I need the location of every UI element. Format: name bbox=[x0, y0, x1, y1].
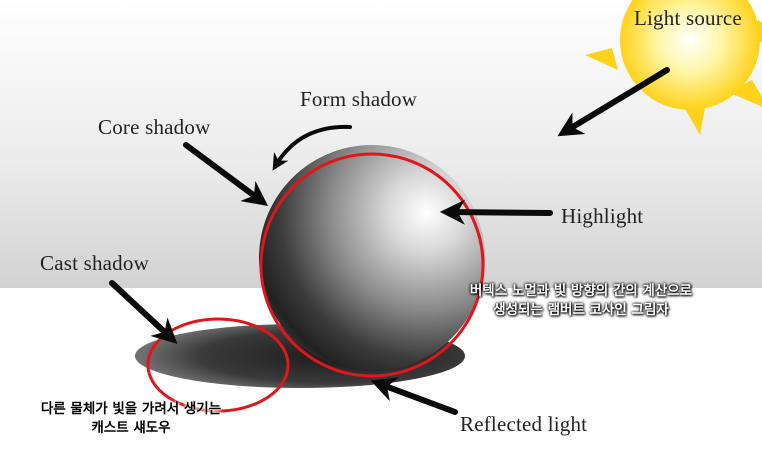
light-source-arrow bbox=[557, 67, 670, 137]
sun-icon bbox=[585, 0, 762, 135]
cast-shadow-ring bbox=[146, 317, 290, 413]
reflected-light-label: Reflected light bbox=[460, 412, 588, 436]
lambert-ring bbox=[259, 152, 485, 378]
light-source-label: Light source bbox=[634, 6, 742, 30]
form-shadow-label: Form shadow bbox=[300, 87, 418, 111]
lambert-caption-line-1: 버텍스 노멀과 빛 방향의 간의 계산으로 bbox=[469, 283, 693, 299]
core-shadow-label: Core shadow bbox=[98, 115, 211, 139]
lambert-caption-line-2: 생성되는 램버트 코사인 그림자 bbox=[493, 302, 669, 318]
form-shadow-arrow bbox=[272, 124, 352, 171]
sphere bbox=[259, 145, 485, 371]
cast-shadow-arrow bbox=[109, 280, 178, 344]
lambert-caption: 버텍스 노멀과 빛 방향의 간의 계산으로 생성되는 램버트 코사인 그림자 bbox=[426, 282, 736, 320]
core-shadow-arrow bbox=[183, 142, 269, 207]
cast-caption-line-2: 캐스트 섀도우 bbox=[91, 420, 171, 436]
highlight-arrow bbox=[439, 199, 553, 225]
cast-caption: 다른 물체가 빛을 가려서 생기는 캐스트 섀도우 bbox=[0, 400, 262, 438]
reflected-light-arrow bbox=[370, 377, 458, 415]
cast-shadow-label: Cast shadow bbox=[40, 251, 149, 275]
highlight-label: Highlight bbox=[561, 204, 644, 228]
cast-caption-line-1: 다른 물체가 빛을 가려서 생기는 bbox=[40, 401, 222, 417]
